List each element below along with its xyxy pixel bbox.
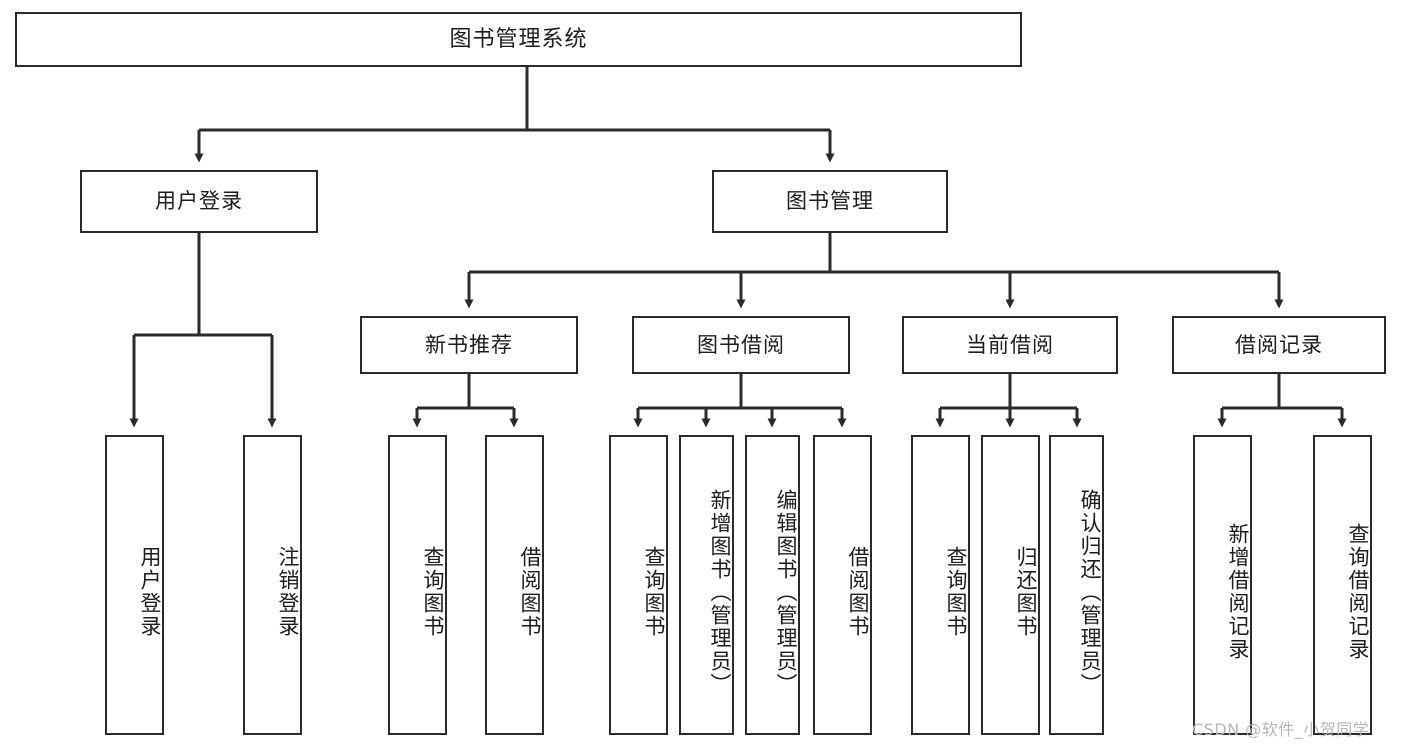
node-new-book-recommendation[interactable]: 新书推荐 <box>360 316 578 374</box>
node-borrowing-record[interactable]: 借阅记录 <box>1172 316 1386 374</box>
leaf-query-book-current[interactable]: 查询图书 <box>911 435 970 735</box>
node-label: 新增借阅记录 <box>1226 523 1250 661</box>
node-label: 图书借阅 <box>697 332 785 357</box>
leaf-borrow-book[interactable]: 借阅图书 <box>813 435 872 735</box>
node-label: 查询图书 <box>944 546 968 638</box>
node-label: 查询借阅记录 <box>1346 523 1370 661</box>
leaf-add-borrowing-record[interactable]: 新增借阅记录 <box>1193 435 1252 735</box>
node-label: 当前借阅 <box>966 332 1054 357</box>
leaf-confirm-return-admin[interactable]: 确认归还（管理员） <box>1049 435 1104 735</box>
node-label: 注销登录 <box>276 546 300 638</box>
node-label: 查询图书 <box>421 546 445 638</box>
node-label: 借阅图书 <box>846 546 870 638</box>
leaf-query-borrowing-record[interactable]: 查询借阅记录 <box>1313 435 1372 735</box>
node-book-management[interactable]: 图书管理 <box>712 170 948 233</box>
node-label: 借阅记录 <box>1235 332 1323 357</box>
leaf-edit-book-admin[interactable]: 编辑图书（管理员） <box>745 435 800 735</box>
node-root-book-management-system[interactable]: 图书管理系统 <box>15 12 1022 67</box>
node-label: 编辑图书（管理员） <box>774 488 798 696</box>
leaf-user-login[interactable]: 用户登录 <box>105 435 164 735</box>
node-label: 新书推荐 <box>425 332 513 357</box>
node-label: 查询图书 <box>642 546 666 638</box>
leaf-query-book-borrowing[interactable]: 查询图书 <box>609 435 668 735</box>
leaf-query-book-recommendation[interactable]: 查询图书 <box>388 435 447 735</box>
node-label: 用户登录 <box>155 189 243 214</box>
node-label: 归还图书 <box>1014 546 1038 638</box>
node-label: 借阅图书 <box>518 546 542 638</box>
watermark: CSDN @软件_小贺同学 <box>1192 720 1370 739</box>
node-current-borrowing[interactable]: 当前借阅 <box>902 316 1118 374</box>
node-label: 新增图书（管理员） <box>708 488 732 696</box>
leaf-add-book-admin[interactable]: 新增图书（管理员） <box>679 435 734 735</box>
node-label: 图书管理系统 <box>449 26 588 52</box>
node-user-login[interactable]: 用户登录 <box>80 170 318 233</box>
leaf-logout[interactable]: 注销登录 <box>243 435 302 735</box>
leaf-return-book[interactable]: 归还图书 <box>981 435 1040 735</box>
node-label: 用户登录 <box>138 546 162 638</box>
node-label: 图书管理 <box>786 189 874 214</box>
node-book-borrowing[interactable]: 图书借阅 <box>632 316 850 374</box>
leaf-borrow-book-recommendation[interactable]: 借阅图书 <box>485 435 544 735</box>
node-label: 确认归还（管理员） <box>1078 488 1102 696</box>
